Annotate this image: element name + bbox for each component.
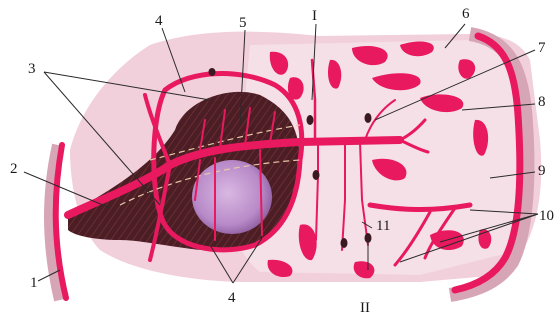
label-9: 9 bbox=[538, 163, 546, 179]
nerve-dot-2 bbox=[365, 113, 372, 123]
label-6: 6 bbox=[462, 6, 470, 22]
label-1: 1 bbox=[30, 275, 38, 291]
label-5: 5 bbox=[239, 15, 247, 31]
label-10: 10 bbox=[539, 208, 554, 224]
label-4-bottom: 4 bbox=[228, 290, 236, 306]
label-4-top: 4 bbox=[155, 13, 163, 29]
label-2: 2 bbox=[10, 161, 18, 177]
nerve-dot-1 bbox=[307, 115, 314, 125]
nerve-dot-6 bbox=[209, 68, 216, 76]
label-11: 11 bbox=[376, 218, 390, 234]
nerve-dot-3 bbox=[313, 170, 320, 180]
label-I: I bbox=[312, 8, 317, 24]
label-7: 7 bbox=[538, 40, 546, 56]
label-II: II bbox=[360, 300, 370, 316]
label-8: 8 bbox=[538, 94, 546, 110]
nerve-dot-4 bbox=[341, 238, 348, 248]
label-3: 3 bbox=[28, 61, 36, 77]
